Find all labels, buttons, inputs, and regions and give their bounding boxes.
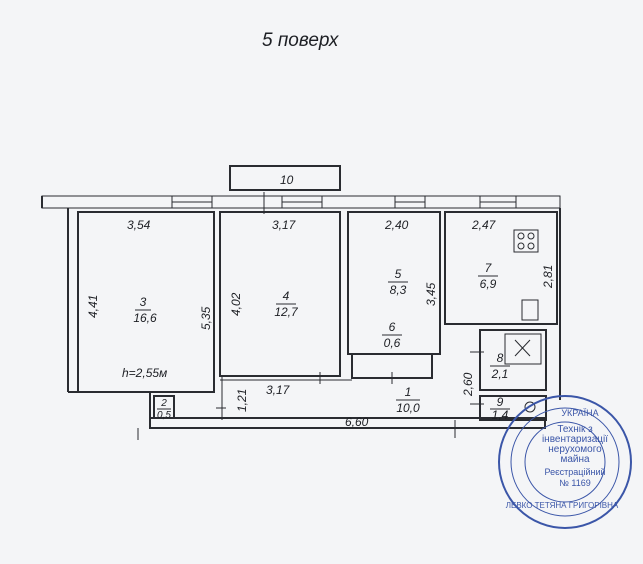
- room-9-num: 9: [497, 395, 504, 409]
- toilet-icon: [524, 401, 536, 413]
- stamp-line5: майна: [560, 454, 590, 465]
- room-3-num: 3: [140, 295, 147, 309]
- room-7-area: 6,9: [480, 277, 497, 291]
- sink-icon: [521, 299, 539, 321]
- room-1-num: 1: [405, 385, 412, 399]
- room-3-area: 16,6: [133, 311, 157, 325]
- room-6-num: 6: [389, 320, 396, 334]
- room-9-area: 1,4: [492, 408, 509, 422]
- room-8-area: 2,1: [491, 367, 509, 381]
- ceiling-height: h=2,55м: [122, 366, 167, 380]
- stamp-line3: інвентаризації: [542, 434, 608, 445]
- south-wall: [149, 392, 546, 429]
- room-4-num: 4: [283, 289, 290, 303]
- room-8: [479, 329, 547, 391]
- room-7-num: 7: [485, 261, 493, 275]
- dim-2-60: 2,60: [461, 372, 475, 397]
- balcony-label: 10: [280, 173, 294, 187]
- room-3: [77, 211, 215, 393]
- bathtub-icon: [504, 333, 542, 365]
- room-4: [219, 211, 341, 377]
- stamp-line6: Реєстраційний: [544, 467, 605, 477]
- room-4-area: 12,7: [274, 305, 299, 319]
- dim-3-54: 3,54: [127, 218, 151, 232]
- stamp: УКРАЇНА Технік з інвентаризації нерухомо…: [498, 395, 632, 529]
- dim-2-40: 2,40: [384, 218, 409, 232]
- dim-5-35: 5,35: [199, 306, 213, 330]
- room-5-num: 5: [395, 267, 402, 281]
- balcony: [229, 165, 341, 191]
- stamp-line1: УКРАЇНА: [561, 408, 598, 418]
- dim-1-21: 1,21: [235, 389, 249, 412]
- room-1-area: 10,0: [396, 401, 420, 415]
- stamp-line4: нерухомого: [548, 444, 602, 455]
- room-2-num: 2: [160, 398, 167, 409]
- dim-3-45: 3,45: [424, 282, 438, 306]
- stamp-line2: Технік з: [557, 424, 593, 435]
- room-2-area: 0,5: [157, 410, 171, 421]
- stamp-line7: № 1169: [559, 478, 591, 488]
- room-7: [444, 211, 558, 325]
- room-5-area: 8,3: [390, 283, 407, 297]
- room-6-area: 0,6: [384, 336, 401, 350]
- dim-2-47: 2,47: [471, 218, 497, 232]
- dim-4-41: 4,41: [86, 295, 100, 318]
- stove-icon: [513, 229, 539, 253]
- room-2: [153, 395, 175, 419]
- dim-3-17-top: 3,17: [272, 218, 297, 232]
- stamp-ring: ЛЕВКО ТЕТЯНА ГРИГОРІВНА: [506, 501, 619, 510]
- floor-title: 5 поверх: [262, 30, 339, 51]
- dim-2-81: 2,81: [541, 265, 555, 289]
- room-8-num: 8: [497, 351, 504, 365]
- dim-3-17-bottom: 3,17: [266, 383, 291, 397]
- dim-6-60: 6,60: [345, 415, 369, 429]
- dim-4-02: 4,02: [229, 292, 243, 316]
